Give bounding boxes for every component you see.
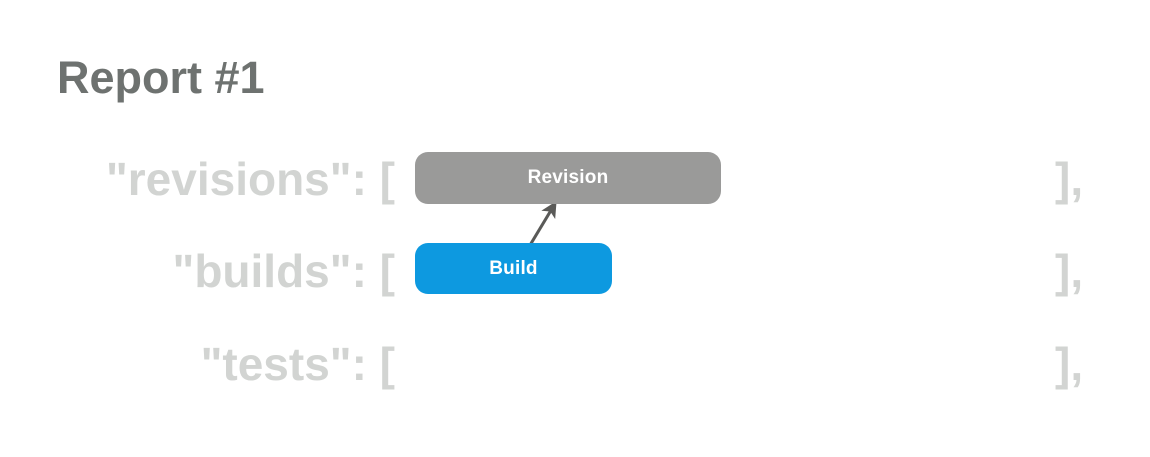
json-key-revisions: "revisions": [ [105,153,395,205]
json-key-tests: "tests": [ [200,338,395,390]
json-close-builds: ], [1055,245,1084,297]
json-row-revisions: "revisions": [ ], [0,148,1150,210]
node-build-label: Build [489,257,538,279]
node-revision[interactable]: Revision [415,152,721,204]
json-close-revisions: ], [1055,153,1084,205]
node-revision-label: Revision [527,167,609,188]
json-key-builds: "builds": [ [172,245,395,297]
json-row-tests: "tests": [ ], [0,333,1150,395]
json-close-tests: ], [1055,338,1084,390]
node-build[interactable]: Build [415,243,612,294]
json-row-builds: "builds": [ ], [0,240,1150,302]
page-title: Report #1 [57,52,265,103]
